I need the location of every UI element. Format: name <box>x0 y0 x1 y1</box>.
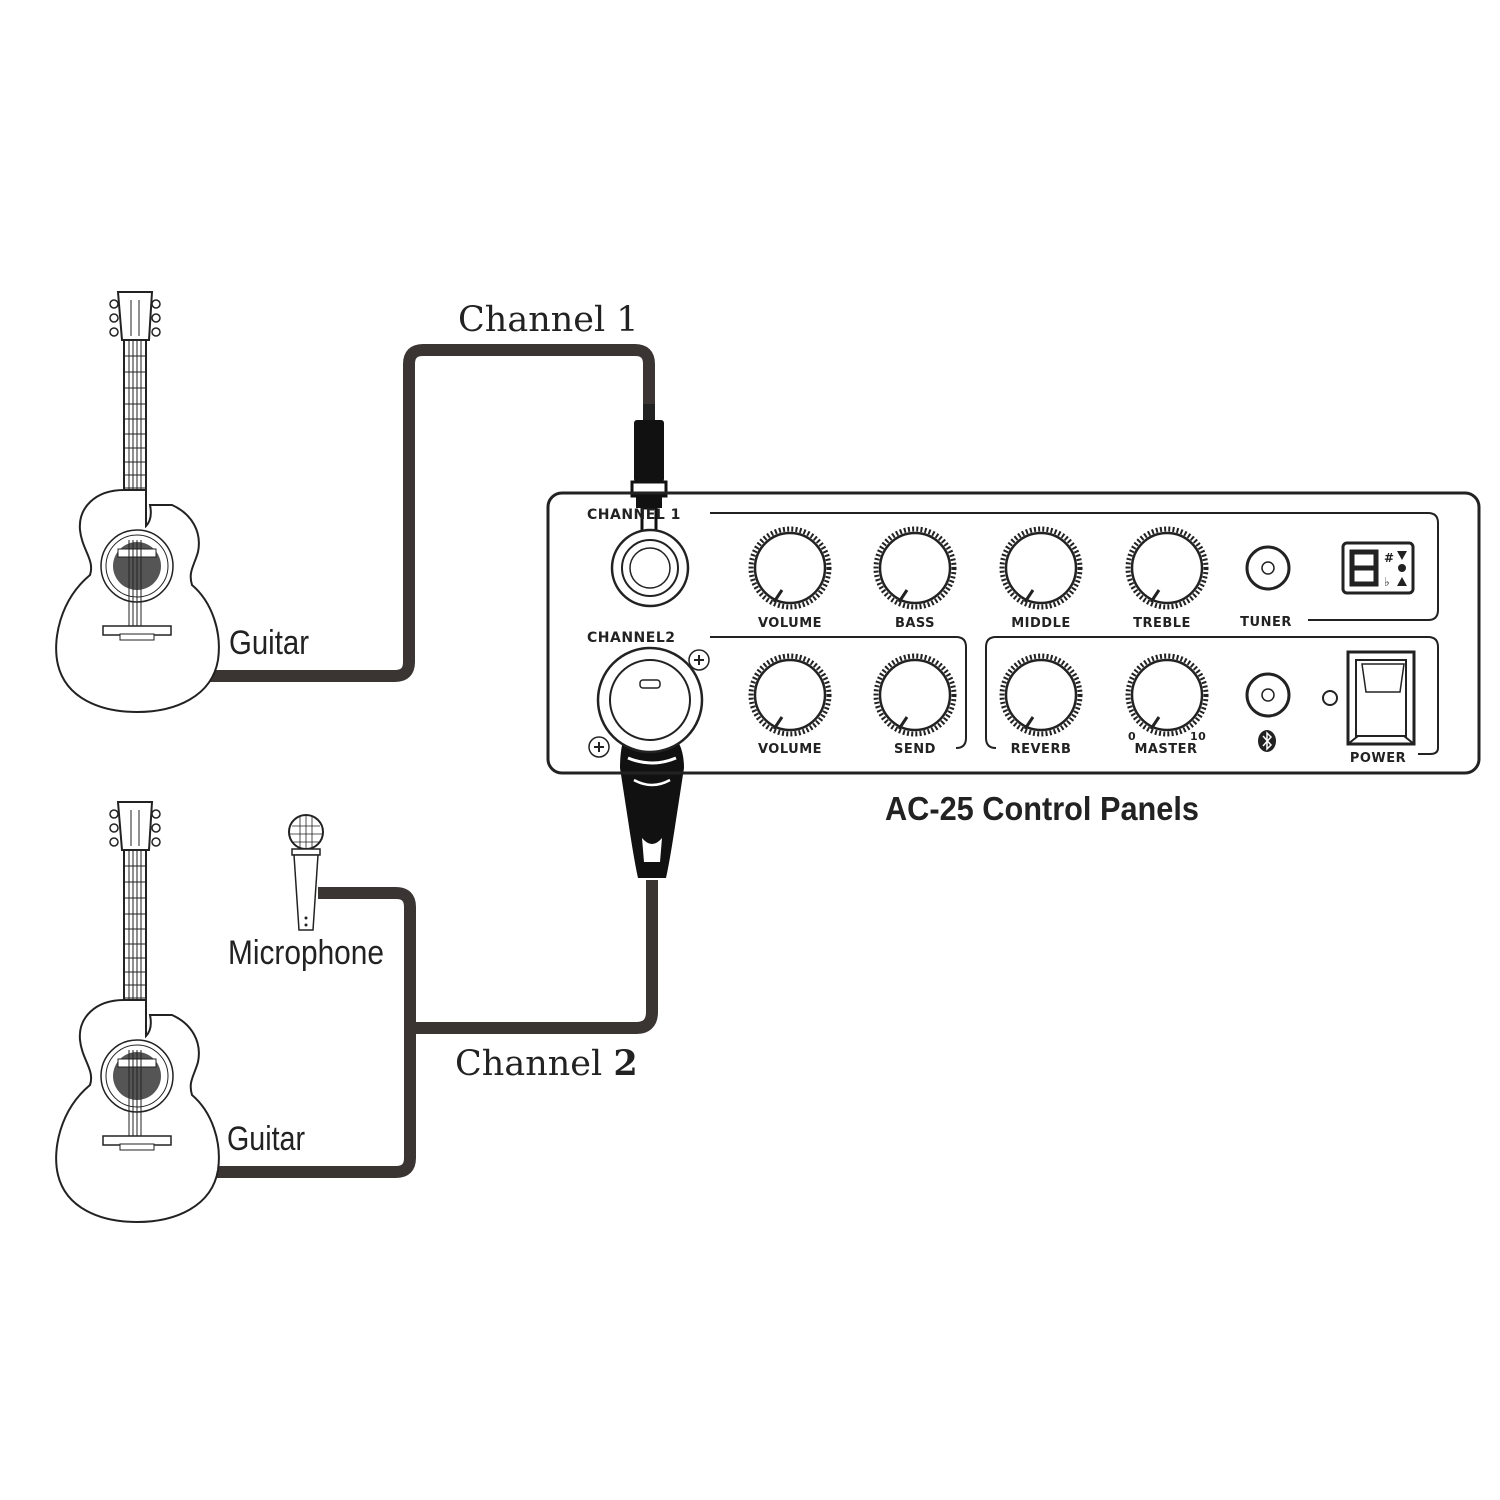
microphone-label: Microphone <box>228 934 384 972</box>
acoustic-guitar-icon <box>55 801 220 1223</box>
svg-text:#: # <box>1384 551 1395 565</box>
cable-channel-1 <box>208 344 655 682</box>
cable-channel-2 <box>216 880 658 1178</box>
knob-label: SEND <box>894 742 936 757</box>
knob-volume-ch2[interactable] <box>751 656 829 734</box>
channel-2-title: Channel 2 <box>455 1043 638 1084</box>
channel-2-combo-jack[interactable] <box>588 646 710 758</box>
tuner-label: TUNER <box>1240 615 1292 630</box>
tuner-display-icon: # ♭ <box>1341 541 1415 595</box>
knob-volume-ch1[interactable] <box>751 529 829 607</box>
knob-label: MASTER <box>1134 742 1197 757</box>
master-scale-max: 10 <box>1190 730 1206 743</box>
knob-treble[interactable] <box>1128 529 1206 607</box>
guitar-label-bottom: Guitar <box>227 1120 305 1158</box>
power-led <box>1322 690 1338 706</box>
knob-label: VOLUME <box>758 742 822 757</box>
knob-label: TREBLE <box>1133 616 1191 631</box>
knob-send[interactable] <box>876 656 954 734</box>
channel-1-title: Channel 1 <box>458 300 639 340</box>
power-rocker-switch-icon[interactable] <box>1346 650 1416 746</box>
knob-master[interactable] <box>1128 656 1206 734</box>
channel-2-label: CHANNEL2 <box>587 630 676 646</box>
knob-bass[interactable] <box>876 529 954 607</box>
channel-1-input-jack[interactable] <box>610 528 690 608</box>
knob-reverb[interactable] <box>1002 656 1080 734</box>
tuner-button[interactable] <box>1245 545 1291 591</box>
knob-label: MIDDLE <box>1011 616 1071 631</box>
knob-middle[interactable] <box>1002 529 1080 607</box>
panel-caption: AC-25 Control Panels <box>885 790 1199 827</box>
bluetooth-icon <box>1258 730 1276 752</box>
svg-text:♭: ♭ <box>1384 575 1390 589</box>
guitar-label-top: Guitar <box>229 624 309 662</box>
channel-1-label: CHANNEL 1 <box>587 507 681 523</box>
bluetooth-button[interactable] <box>1245 672 1291 718</box>
knob-label: REVERB <box>1011 742 1072 757</box>
knob-label: VOLUME <box>758 616 822 631</box>
microphone-icon <box>288 814 324 931</box>
control-panel: CHANNEL 1 VOLUME BASS MIDDLE TREBLE TUNE… <box>546 491 1481 775</box>
knob-label: BASS <box>895 616 935 631</box>
acoustic-guitar-icon <box>55 291 220 713</box>
power-label: POWER <box>1350 751 1406 766</box>
master-scale-min: 0 <box>1128 730 1136 743</box>
